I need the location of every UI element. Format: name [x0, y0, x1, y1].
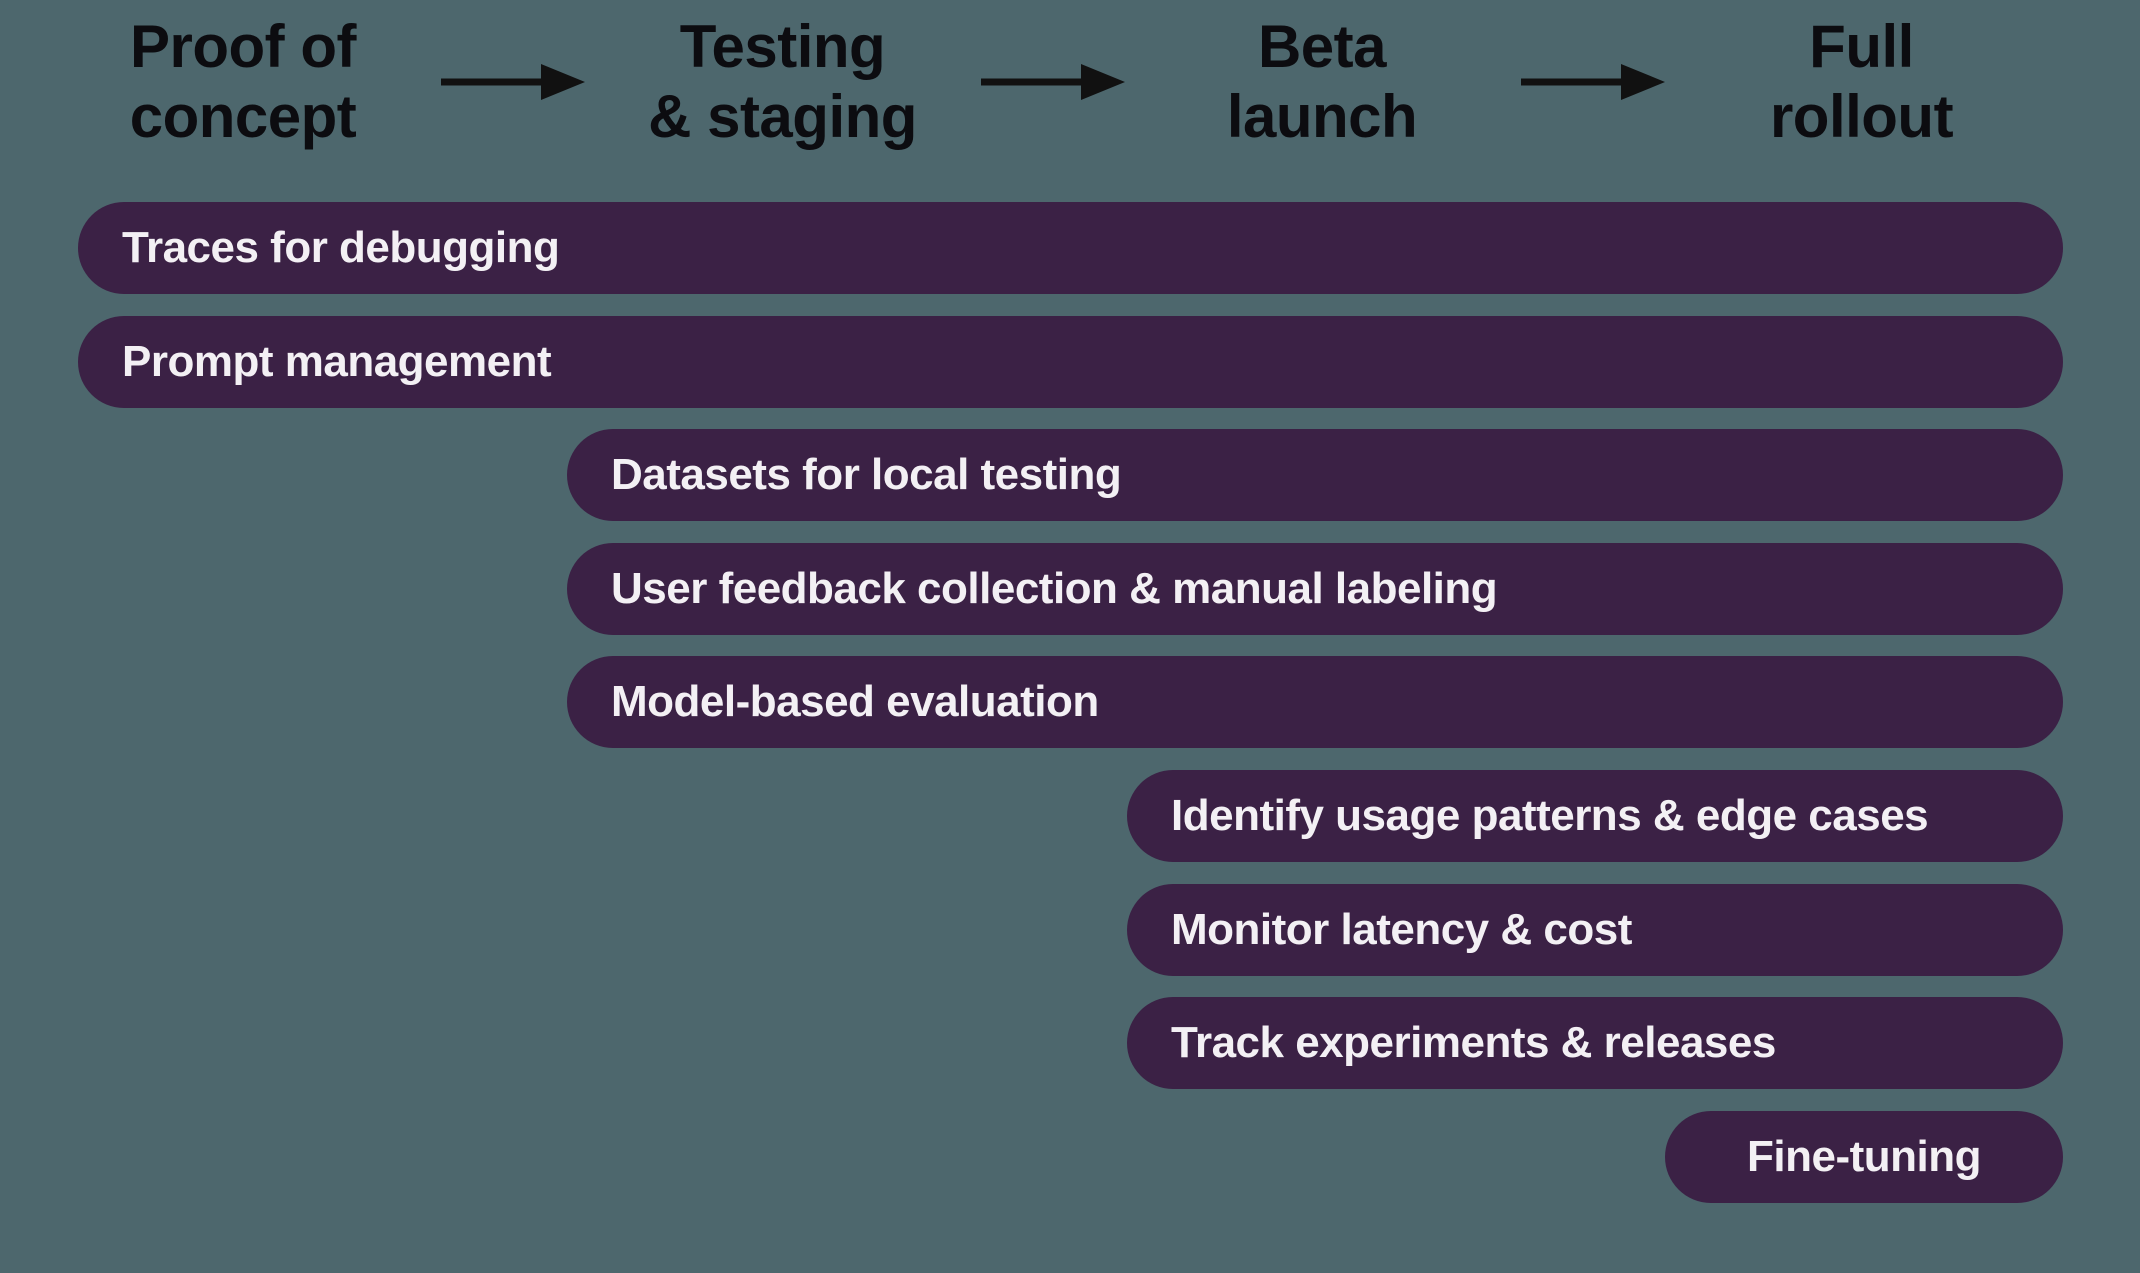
phase-label-1: Proof of concept: [129, 13, 357, 150]
capability-bar: User feedback collection & manual labeli…: [567, 543, 2063, 635]
capability-bar: Prompt management: [78, 316, 2063, 408]
capability-bar-label: Datasets for local testing: [611, 450, 1122, 499]
phase-label-3: Beta launch: [1226, 13, 1418, 150]
capability-bar-label: Prompt management: [122, 337, 552, 386]
capability-bar-label: Fine-tuning: [1747, 1132, 1982, 1181]
phase-label-2: Testing & staging: [648, 13, 917, 150]
capability-bar: Model-based evaluation: [567, 656, 2063, 748]
capability-bar: Fine-tuning: [1665, 1111, 2063, 1203]
capability-bar: Monitor latency & cost: [1127, 884, 2063, 976]
capability-bar-label: User feedback collection & manual labeli…: [611, 564, 1498, 613]
capability-bar-label: Model-based evaluation: [611, 677, 1099, 726]
capability-bar-label: Identify usage patterns & edge cases: [1171, 791, 1929, 840]
arrow-proof-to-testing-icon: [440, 64, 585, 100]
capability-bar-label: Traces for debugging: [122, 223, 560, 272]
arrow-beta-to-rollout-icon: [1520, 64, 1665, 100]
capability-bar: Datasets for local testing: [567, 429, 2063, 521]
arrow-testing-to-beta-icon: [980, 64, 1125, 100]
capability-bar: Track experiments & releases: [1127, 997, 2063, 1089]
capability-bar-label: Monitor latency & cost: [1171, 905, 1632, 954]
capability-bar-label: Track experiments & releases: [1171, 1018, 1776, 1067]
phase-label-4: Full rollout: [1769, 13, 1954, 150]
capability-bar: Traces for debugging: [78, 202, 2063, 294]
capability-bar: Identify usage patterns & edge cases: [1127, 770, 2063, 862]
